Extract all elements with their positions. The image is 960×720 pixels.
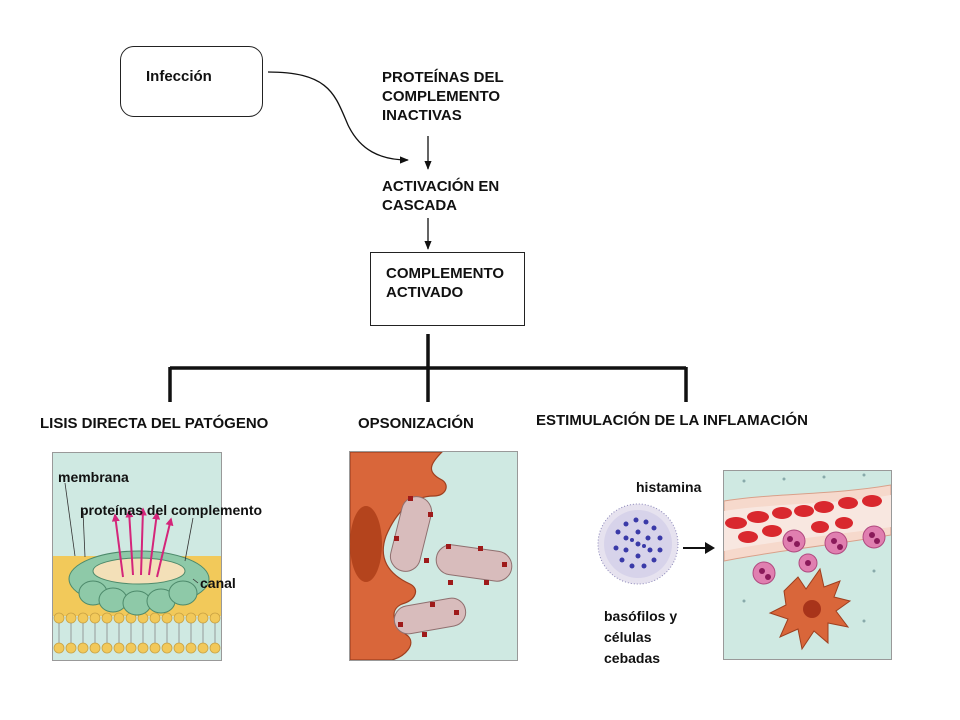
membrana-label: membrana xyxy=(58,469,129,485)
phagocyte xyxy=(350,452,447,660)
activacion-cascada-label: ACTIVACIÓN EN CASCADA xyxy=(382,178,500,214)
lipid-bilayer-top xyxy=(53,612,221,624)
basofilos-label: basófilos y células cebadas xyxy=(604,608,678,666)
proteinas-inactivas-label: PROTEÍNAS DEL COMPLEMENTO INACTIVAS xyxy=(382,69,504,124)
inflamacion-heading: ESTIMULACIÓN DE LA INFLAMACIÓN xyxy=(536,412,808,429)
lipid-bilayer-bottom xyxy=(53,642,221,654)
bacteria xyxy=(389,496,513,635)
complemento-activado-box xyxy=(370,252,525,326)
infeccion-label: Infección xyxy=(146,68,212,85)
infeccion-box xyxy=(120,46,263,117)
pore-complex xyxy=(68,550,210,616)
infeccion-arrow xyxy=(267,71,409,164)
basofilo-arrow xyxy=(683,542,715,554)
opsonizacion-panel xyxy=(349,451,518,661)
proteinas-complemento-label: proteínas del complemento xyxy=(80,502,263,518)
basofilo-cell xyxy=(597,503,679,585)
complemento-activado-label: COMPLEMENTO ACTIVADO xyxy=(386,265,505,301)
inflamacion-panel xyxy=(723,470,892,660)
canal-label: canal xyxy=(200,575,236,591)
branch-tree xyxy=(168,334,688,402)
opsonizacion-heading: OPSONIZACIÓN xyxy=(358,415,474,432)
complement-proteins xyxy=(394,496,507,637)
red-blood-cells xyxy=(725,495,882,543)
lisis-heading: LISIS DIRECTA DEL PATÓGENO xyxy=(40,415,269,432)
complement-arrows xyxy=(111,507,174,578)
lisis-panel xyxy=(52,452,222,661)
histamina-label: histamina xyxy=(636,479,702,495)
